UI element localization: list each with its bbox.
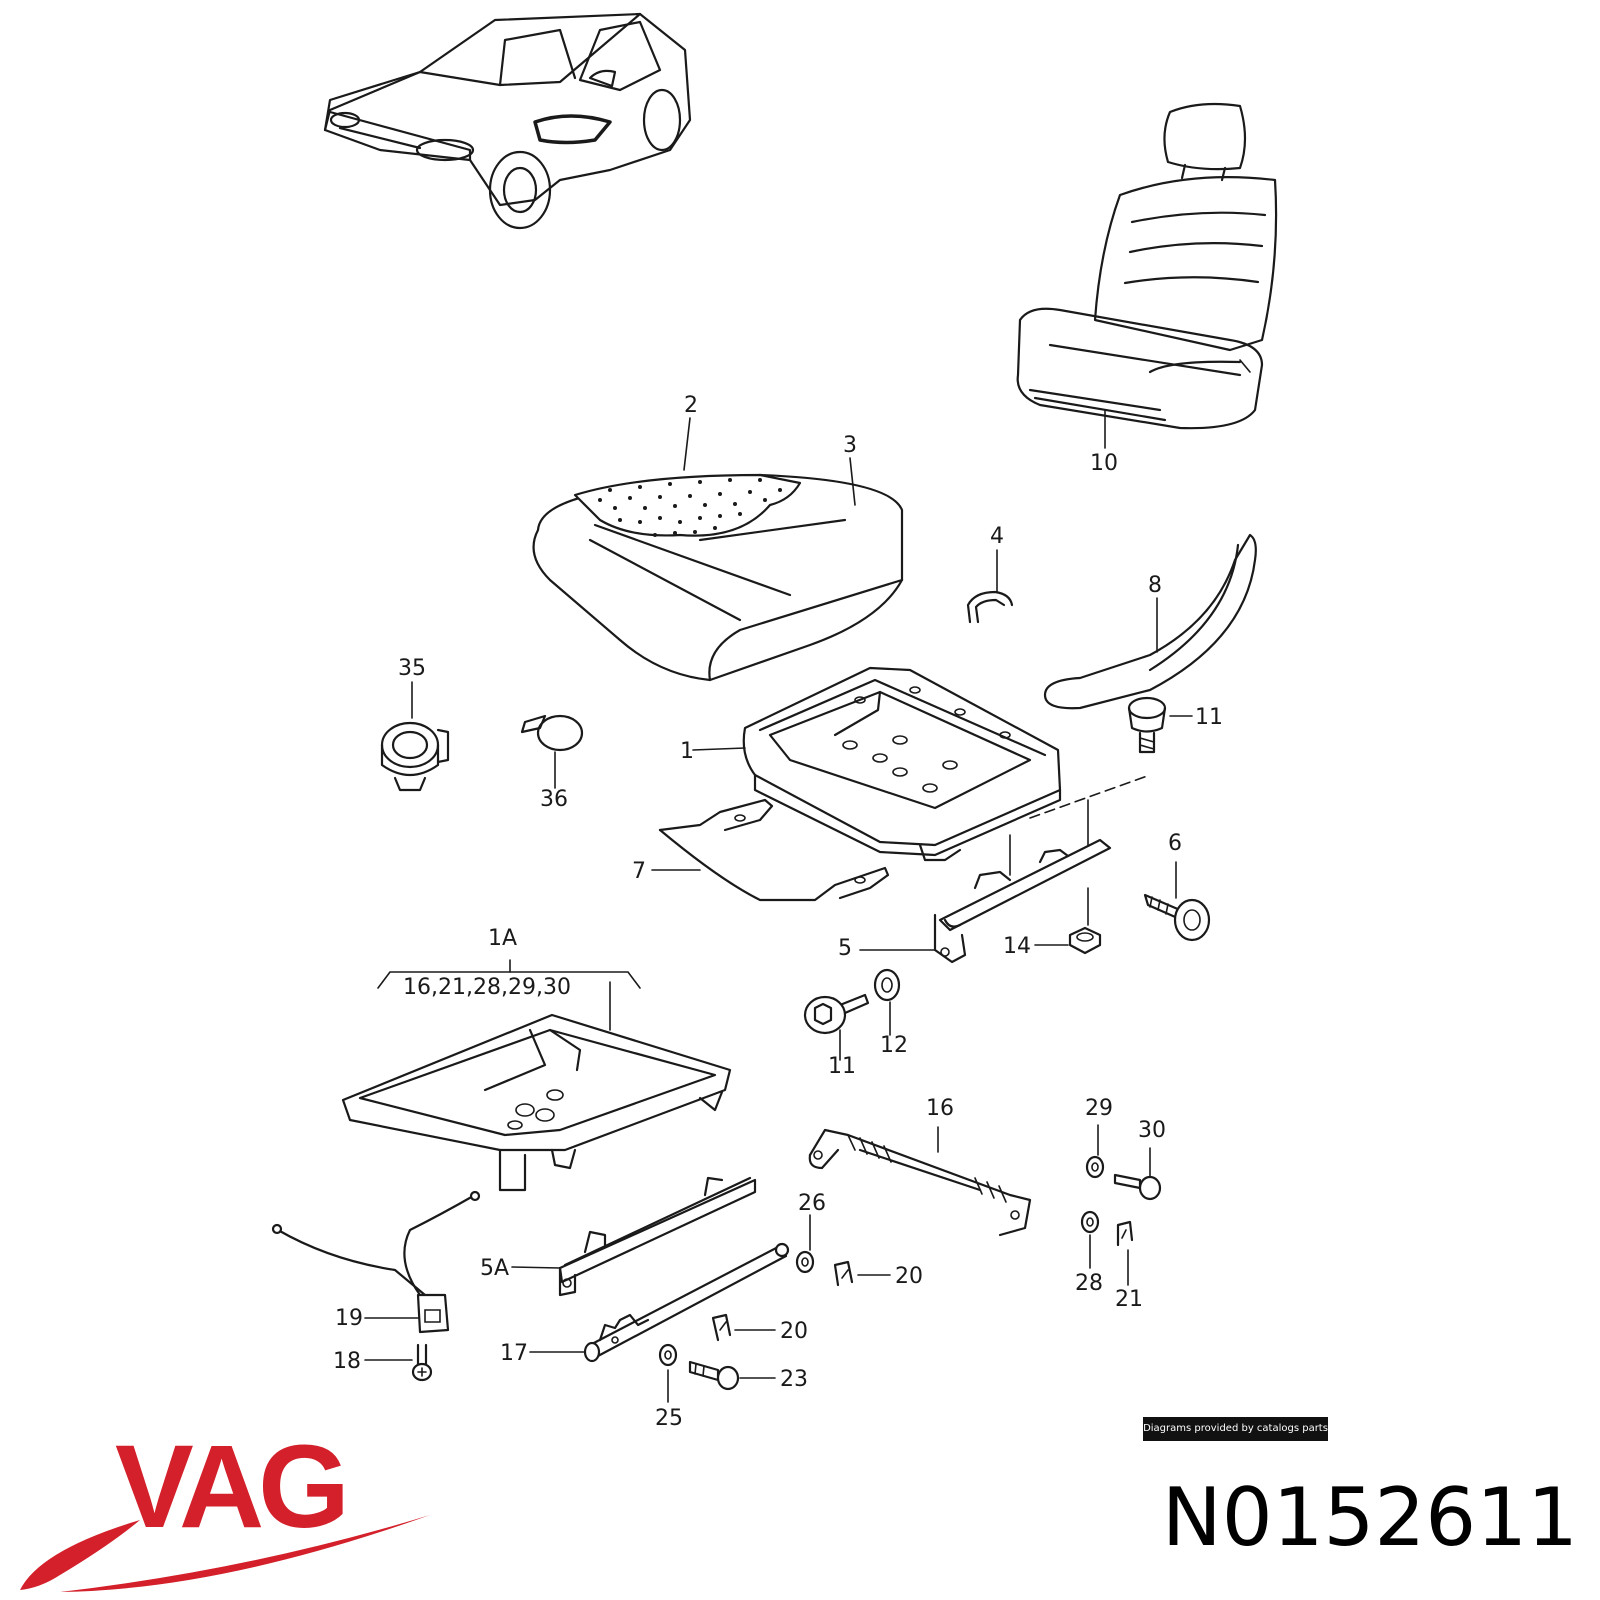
label-6: 6 (1168, 831, 1182, 856)
seat-rail-part (859, 774, 1151, 964)
label-29: 29 (1085, 1096, 1113, 1121)
label-11-lower: 11 (828, 1054, 856, 1079)
label-30: 30 (1138, 1118, 1166, 1143)
seat-frame-part (692, 666, 1062, 862)
callout-labels: 2 3 10 4 8 35 11 1 36 6 7 1A 5 14 16,21,… (333, 393, 1223, 1431)
washer-26-part (795, 1214, 815, 1274)
cable-tie-part (520, 714, 584, 789)
label-14: 14 (1003, 934, 1031, 959)
label-8: 8 (1148, 573, 1162, 598)
label-12: 12 (880, 1033, 908, 1058)
clip-ring-part (380, 681, 450, 792)
label-26: 26 (798, 1191, 826, 1216)
label-18: 18 (333, 1349, 361, 1374)
cable-part (651, 798, 890, 902)
clip-21-part (1116, 1220, 1134, 1286)
brand-swoosh-icon (20, 1515, 430, 1592)
label-23: 23 (780, 1367, 808, 1392)
part-number: N0152611 (1161, 1471, 1578, 1564)
clip-20-lower-part (711, 1313, 776, 1342)
brand-logo-text: VAG (115, 1421, 350, 1553)
clip-20-upper-part (833, 1260, 891, 1287)
seat-pan-part (341, 959, 732, 1192)
car-illustration (323, 12, 692, 230)
washer-28-part (1080, 1210, 1100, 1269)
complete-seat-illustration (1016, 102, 1278, 449)
diagram-credit-badge: Diagrams provided by catalogs parts (1143, 1417, 1328, 1441)
label-11-upper: 11 (1195, 705, 1223, 730)
label-16: 16 (926, 1096, 954, 1121)
label-25: 25 (655, 1406, 683, 1431)
label-5a: 5A (480, 1256, 509, 1281)
label-35: 35 (398, 656, 426, 681)
label-1a: 1A (488, 926, 517, 951)
label-20-upper: 20 (895, 1264, 923, 1289)
rail-5a-part (511, 1176, 757, 1297)
label-21: 21 (1115, 1287, 1143, 1312)
bolt-30-part (1113, 1147, 1162, 1201)
cable-switch-part (271, 1190, 481, 1382)
label-20-lower: 20 (780, 1319, 808, 1344)
nut-part (1034, 887, 1102, 955)
label-1a-list: 16,21,28,29,30 (403, 975, 571, 1000)
washer-25-part (658, 1343, 678, 1403)
label-19: 19 (335, 1306, 363, 1331)
washer-29-part (1085, 1124, 1105, 1179)
bolt-upper-part (1127, 696, 1193, 754)
bolt-23-part (688, 1360, 776, 1391)
label-1: 1 (680, 739, 694, 764)
seat-cushion-cover (532, 417, 904, 682)
spring-rod-part (808, 1126, 1032, 1237)
label-5: 5 (838, 936, 852, 961)
bolt-6-part (1143, 861, 1211, 942)
label-28: 28 (1075, 1271, 1103, 1296)
label-3: 3 (843, 433, 857, 458)
label-4: 4 (990, 524, 1004, 549)
label-17: 17 (500, 1341, 528, 1366)
clip-part (966, 549, 1014, 624)
label-36: 36 (540, 787, 568, 812)
label-2: 2 (684, 393, 698, 418)
side-trim-part (1043, 533, 1257, 710)
bolt-lower-part (803, 968, 901, 1061)
label-10: 10 (1090, 451, 1118, 476)
label-7: 7 (632, 859, 646, 884)
lever-part (529, 1242, 790, 1363)
